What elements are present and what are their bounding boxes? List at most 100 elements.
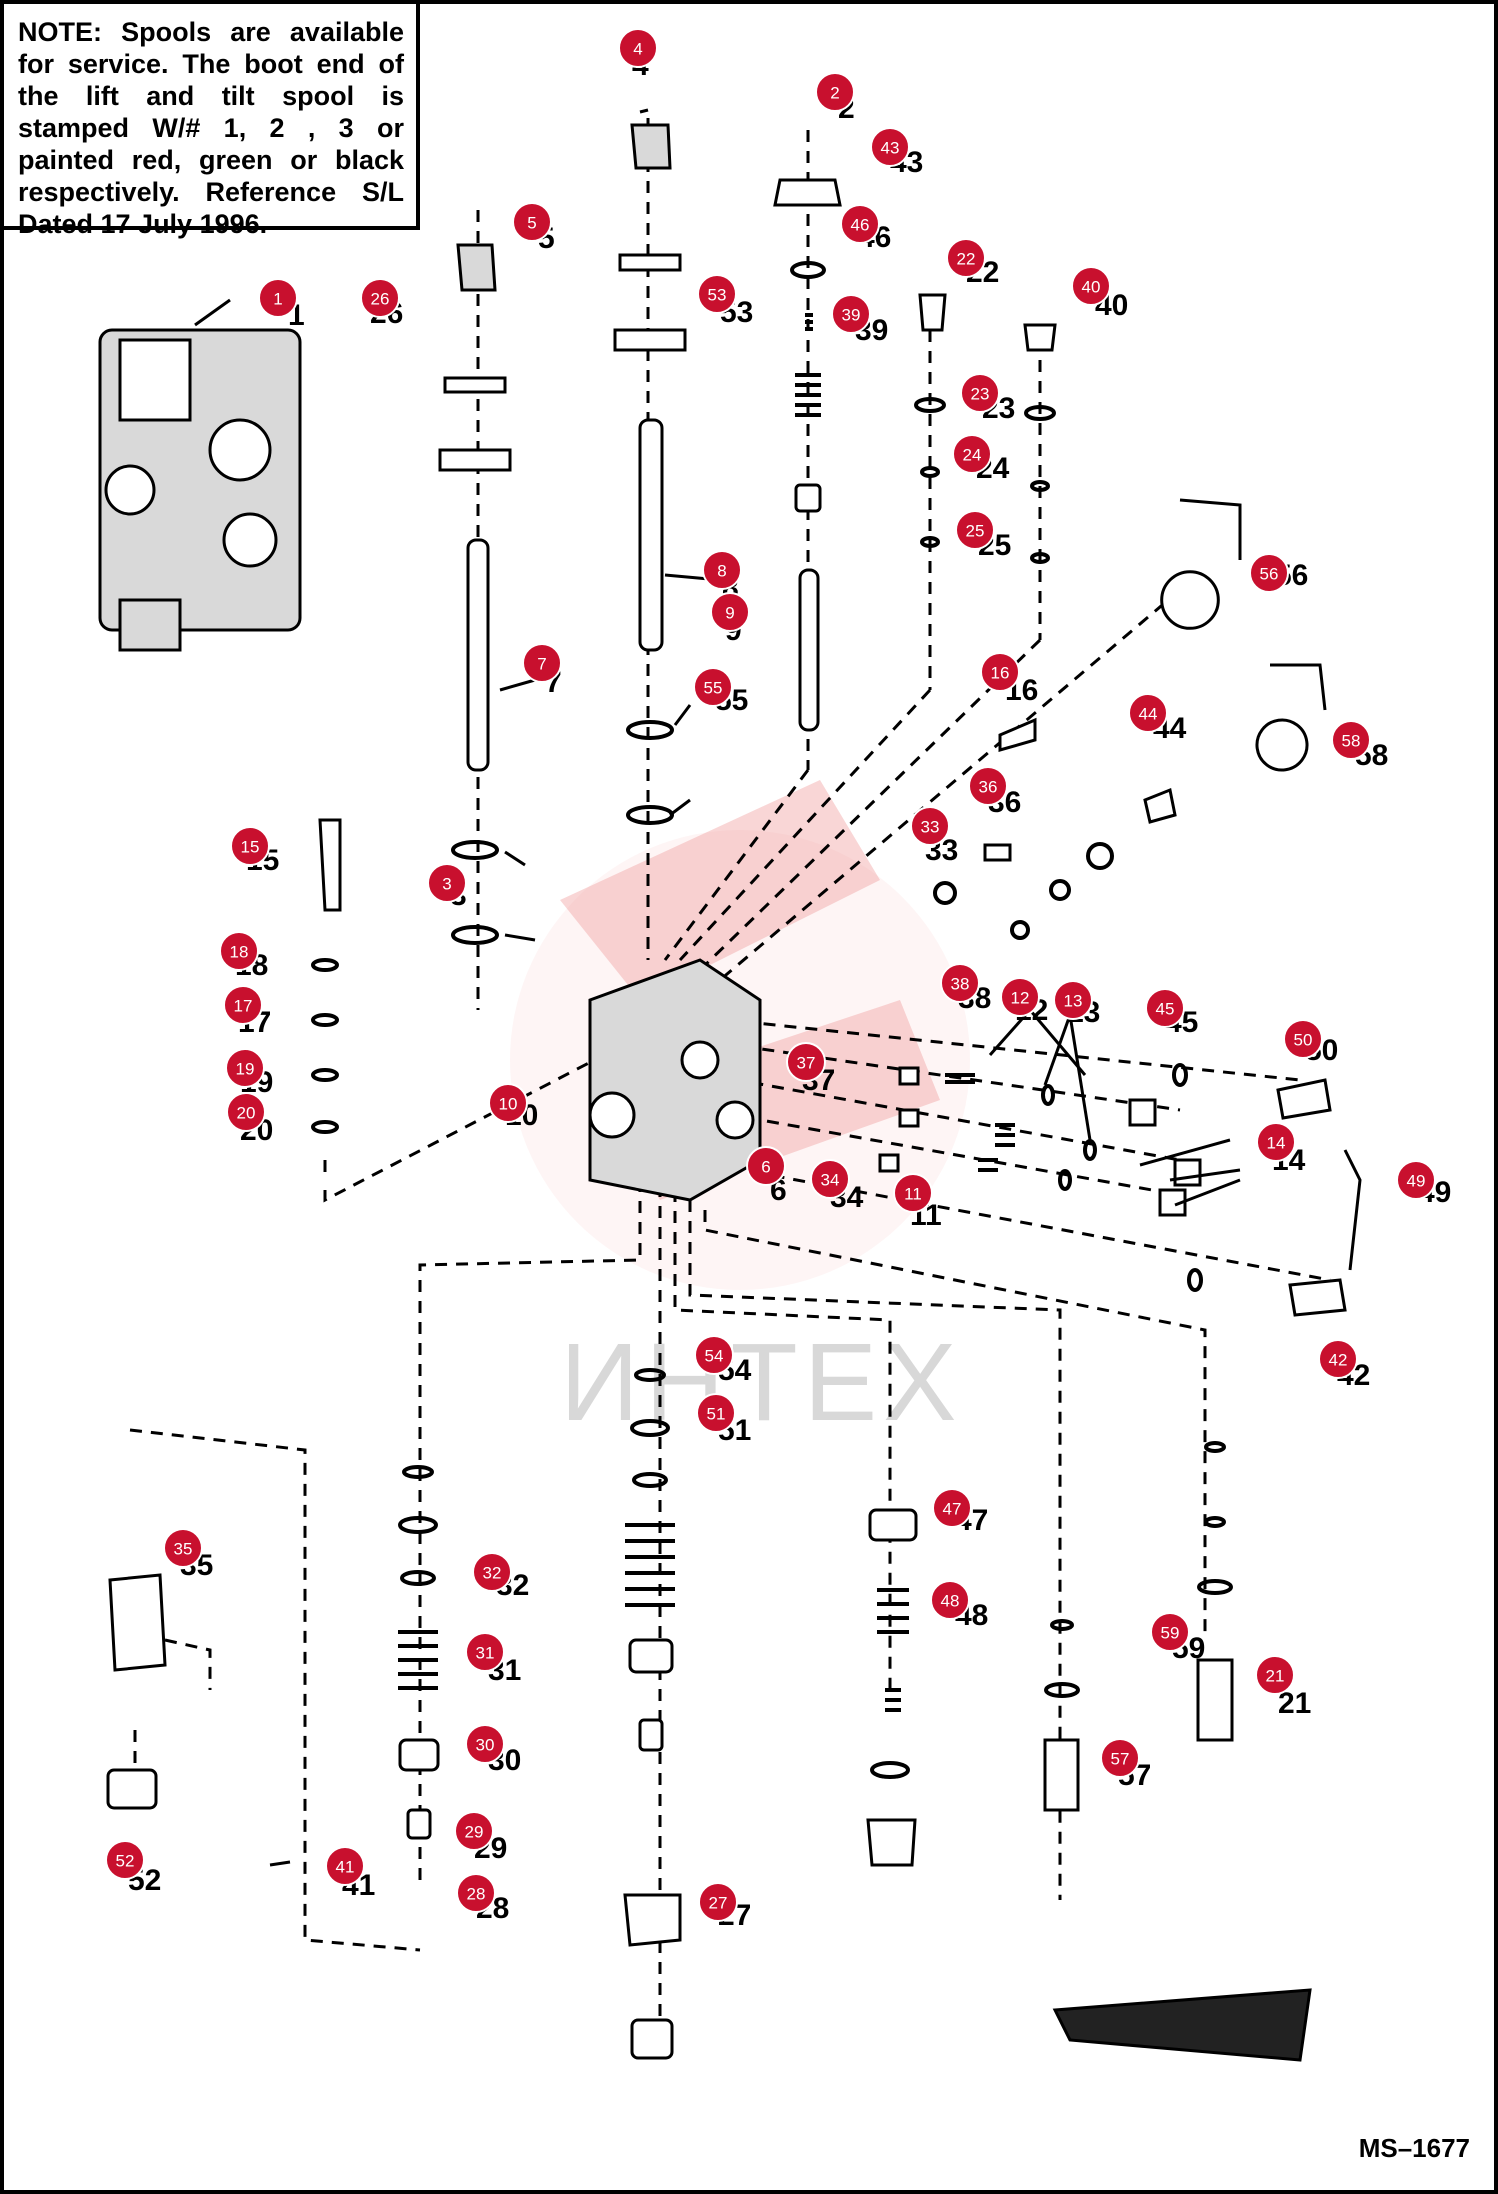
leader-lines bbox=[194, 108, 1241, 1867]
callout-bubble-21[interactable]: 21 bbox=[1255, 1655, 1295, 1695]
callout-bubble-46[interactable]: 46 bbox=[840, 204, 880, 244]
callout-number: 38 bbox=[951, 975, 970, 994]
callout-number: 44 bbox=[1139, 705, 1158, 724]
callout-number: 19 bbox=[236, 1060, 255, 1079]
callout-number: 6 bbox=[761, 1158, 770, 1177]
callout-bubble-16[interactable]: 16 bbox=[980, 652, 1020, 692]
callout-number: 12 bbox=[1011, 989, 1030, 1008]
callout-number: 47 bbox=[943, 1500, 962, 1519]
callout-bubble-14[interactable]: 14 bbox=[1256, 1122, 1296, 1162]
callout-number: 21 bbox=[1266, 1667, 1285, 1686]
callout-bubble-34[interactable]: 34 bbox=[810, 1159, 850, 1199]
callout-number: 26 bbox=[371, 290, 390, 309]
callout-number: 24 bbox=[963, 446, 982, 465]
callout-number: 42 bbox=[1329, 1351, 1348, 1370]
callout-bubble-36[interactable]: 36 bbox=[968, 766, 1008, 806]
callout-bubble-43[interactable]: 43 bbox=[870, 127, 910, 167]
callout-bubble-37[interactable]: 37 bbox=[786, 1042, 826, 1082]
callout-bubble-3[interactable]: 3 bbox=[427, 863, 467, 903]
callout-number: 53 bbox=[708, 286, 727, 305]
callout-number: 31 bbox=[476, 1644, 495, 1663]
callout-bubble-53[interactable]: 53 bbox=[697, 274, 737, 314]
callout-bubble-48[interactable]: 48 bbox=[930, 1580, 970, 1620]
callout-number: 14 bbox=[1267, 1134, 1286, 1153]
callout-bubble-47[interactable]: 47 bbox=[932, 1488, 972, 1528]
callout-number: 25 bbox=[966, 522, 985, 541]
callout-bubble-4[interactable]: 4 bbox=[618, 28, 658, 68]
callout-bubble-8[interactable]: 8 bbox=[702, 550, 742, 590]
callout-bubble-2[interactable]: 2 bbox=[815, 72, 855, 112]
callout-number: 39 bbox=[842, 306, 861, 325]
callout-number: 46 bbox=[851, 216, 870, 235]
callout-bubble-17[interactable]: 17 bbox=[223, 985, 263, 1025]
callout-bubble-38[interactable]: 38 bbox=[940, 963, 980, 1003]
callout-number: 15 bbox=[241, 838, 260, 857]
callout-bubble-57[interactable]: 57 bbox=[1100, 1738, 1140, 1778]
service-note: NOTE: Spools are available for service. … bbox=[4, 4, 420, 239]
callout-bubble-42[interactable]: 42 bbox=[1318, 1339, 1358, 1379]
callout-number: 45 bbox=[1156, 1000, 1175, 1019]
callout-bubble-52[interactable]: 52 bbox=[105, 1840, 145, 1880]
valve-body-illustration bbox=[588, 958, 762, 1202]
callout-bubble-31[interactable]: 31 bbox=[465, 1632, 505, 1672]
callout-number: 11 bbox=[904, 1185, 922, 1204]
callout-number: 49 bbox=[1407, 1172, 1426, 1191]
callout-bubble-55[interactable]: 55 bbox=[693, 667, 733, 707]
callout-number: 30 bbox=[476, 1736, 495, 1755]
callout-number: 28 bbox=[467, 1885, 486, 1904]
callout-number: 58 bbox=[1342, 732, 1361, 751]
callout-number: 56 bbox=[1260, 565, 1279, 584]
callout-number: 48 bbox=[941, 1592, 960, 1611]
callout-bubble-28[interactable]: 28 bbox=[456, 1873, 496, 1913]
callout-bubble-9[interactable]: 9 bbox=[710, 592, 750, 632]
callout-bubble-49[interactable]: 49 bbox=[1396, 1160, 1436, 1200]
callout-number: 10 bbox=[499, 1095, 518, 1114]
callout-bubble-51[interactable]: 51 bbox=[696, 1393, 736, 1433]
service-note-text: NOTE: Spools are available for service. … bbox=[18, 17, 404, 239]
callout-bubble-7[interactable]: 7 bbox=[522, 643, 562, 683]
callout-bubble-1[interactable]: 1 bbox=[258, 278, 298, 318]
callout-bubble-44[interactable]: 44 bbox=[1128, 693, 1168, 733]
callout-bubble-15[interactable]: 15 bbox=[230, 826, 270, 866]
callout-bubble-6[interactable]: 6 bbox=[746, 1146, 786, 1186]
callout-bubble-41[interactable]: 41 bbox=[325, 1846, 365, 1886]
callout-bubble-50[interactable]: 50 bbox=[1283, 1019, 1323, 1059]
callout-bubble-29[interactable]: 29 bbox=[454, 1811, 494, 1851]
callout-number: 32 bbox=[483, 1564, 502, 1583]
callout-number: 2 bbox=[830, 84, 839, 103]
callout-bubble-20[interactable]: 20 bbox=[226, 1092, 266, 1132]
callout-bubble-30[interactable]: 30 bbox=[465, 1724, 505, 1764]
callout-bubble-39[interactable]: 39 bbox=[831, 294, 871, 334]
callout-bubble-12[interactable]: 12 bbox=[1000, 977, 1040, 1017]
callout-number: 17 bbox=[234, 997, 253, 1016]
callout-bubble-24[interactable]: 24 bbox=[952, 434, 992, 474]
callout-bubble-25[interactable]: 25 bbox=[955, 510, 995, 550]
callout-number: 20 bbox=[237, 1104, 256, 1123]
callout-bubble-23[interactable]: 23 bbox=[960, 373, 1000, 413]
callout-number: 5 bbox=[527, 214, 536, 233]
callout-number: 37 bbox=[797, 1054, 816, 1073]
callout-bubble-19[interactable]: 19 bbox=[225, 1048, 265, 1088]
callout-number: 34 bbox=[821, 1171, 840, 1190]
callout-bubble-32[interactable]: 32 bbox=[472, 1552, 512, 1592]
callout-bubble-58[interactable]: 58 bbox=[1331, 720, 1371, 760]
callout-bubble-22[interactable]: 22 bbox=[946, 238, 986, 278]
parts bbox=[98, 123, 1362, 2062]
callout-bubble-5[interactable]: 5 bbox=[512, 202, 552, 242]
callout-bubble-33[interactable]: 33 bbox=[910, 806, 950, 846]
callout-bubble-56[interactable]: 56 bbox=[1249, 553, 1289, 593]
callout-bubble-13[interactable]: 13 bbox=[1053, 980, 1093, 1020]
callout-bubble-45[interactable]: 45 bbox=[1145, 988, 1185, 1028]
callout-number: 8 bbox=[717, 562, 726, 581]
callout-bubble-11[interactable]: 11 bbox=[893, 1173, 933, 1213]
callout-bubble-59[interactable]: 59 bbox=[1150, 1612, 1190, 1652]
callout-bubble-35[interactable]: 35 bbox=[163, 1528, 203, 1568]
callout-bubble-40[interactable]: 40 bbox=[1071, 266, 1111, 306]
callout-number: 59 bbox=[1161, 1624, 1180, 1643]
callout-bubble-54[interactable]: 54 bbox=[694, 1335, 734, 1375]
callout-bubble-27[interactable]: 27 bbox=[698, 1882, 738, 1922]
callout-bubble-10[interactable]: 10 bbox=[488, 1083, 528, 1123]
callout-bubble-18[interactable]: 18 bbox=[219, 931, 259, 971]
callout-bubble-26[interactable]: 26 bbox=[360, 278, 400, 318]
